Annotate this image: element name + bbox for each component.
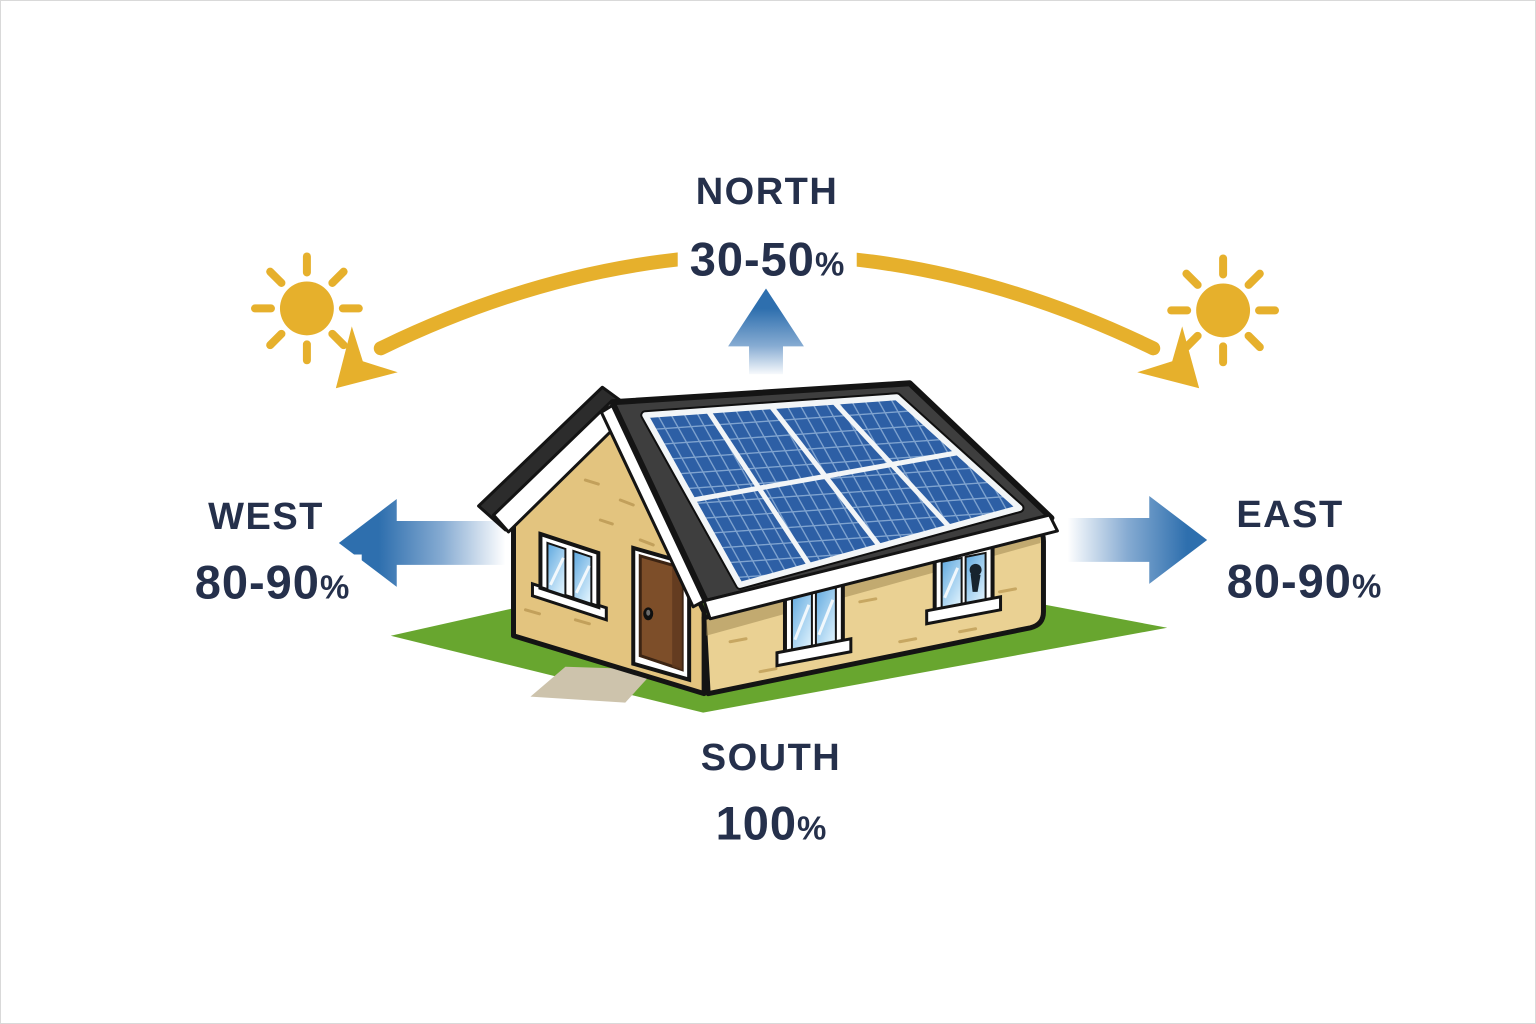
arc-arrowhead-left [335,326,398,389]
north-arrow [728,288,804,375]
west-value: 80-90% [182,554,362,610]
window-west [530,531,608,622]
footpath [530,666,656,703]
north-value-number: 30-50 [689,232,815,286]
east-value: 80-90% [1214,553,1394,609]
west-value-suffix: % [319,568,350,606]
west-arrow [338,499,506,587]
west-label: WEST [208,496,324,538]
north-value: 30-50% [677,231,857,287]
south-label: SOUTH [700,737,842,779]
east-value-suffix: % [1351,567,1382,605]
east-value-number: 80-90 [1226,554,1352,608]
panel-separators [692,400,959,568]
house-illustration [390,380,1168,713]
north-label: NORTH [695,171,839,213]
south-value: 100% [703,795,839,851]
front-door [631,545,692,683]
south-value-suffix: % [797,809,827,847]
west-value-number: 80-90 [194,555,320,609]
north-value-suffix: % [814,245,845,283]
sun-icon-right [1167,254,1279,367]
window-silhouette [969,563,982,592]
fascia [702,513,1059,621]
east-label: EAST [1236,494,1344,536]
south-value-number: 100 [715,796,798,850]
window-south-right [925,541,1003,626]
sun-icon-left [251,252,363,365]
arc-arrowhead-right [1137,326,1200,389]
solar-panel-array [640,392,1025,590]
east-arrow [1067,496,1208,584]
